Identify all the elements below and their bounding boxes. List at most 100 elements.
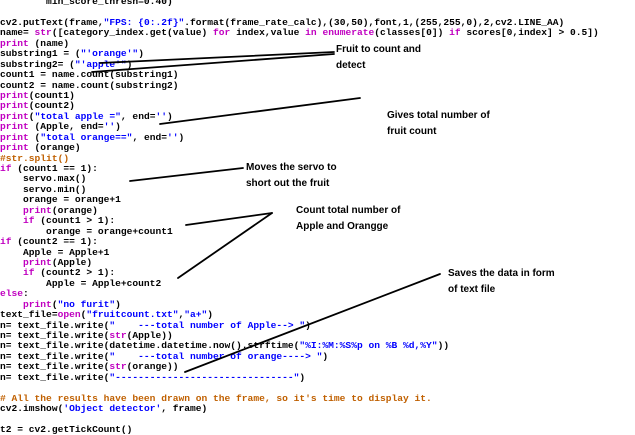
code-line: servo.min() [0,183,599,195]
code-token-text: Apple = Apple+count2 [0,277,162,289]
code-token-string: "%I:%M:%S%p on %B %d,%Y" [299,340,438,352]
annotation-save-data: Saves the data in form of text file [448,268,555,295]
code-line: print(Apple) [0,256,599,268]
code-token-string: "total orange==" [40,131,133,143]
code-line: name= str([category_index.get(value) for… [0,28,599,38]
code-token-keyword: str [109,361,127,373]
code-line: print(count1) [0,90,599,101]
code-token-text: n= text_file.write( [0,350,110,362]
code-token-keyword: print [0,100,29,112]
code-token-text: ) [115,121,121,133]
code-token-text: (count2 > 1): [34,267,116,279]
code-line: print ("total orange==", end='') [0,131,599,143]
code-line: n= text_file.write(str(orange)) [0,362,599,372]
code-token-text: (orange) [28,142,81,154]
annotation-total-fruit-count: Gives total number of fruit count [387,110,490,137]
code-token-text: ) [299,371,306,383]
code-token-keyword: str [34,27,52,39]
code-token-text: ) [207,309,214,321]
code-line: print (name) [0,37,599,49]
code-line: t2 = cv2.getTickCount() [0,423,599,435]
code-token-text: , end= [120,110,156,122]
code-token-string: '' [103,121,116,133]
code-line: n= text_file.write(str(Apple)) [0,330,599,341]
code-token-string: " ---total number of orange----> " [109,350,323,362]
code-token-text: t2 = cv2.getTickCount() [0,423,133,435]
code-token-keyword: in [305,27,317,39]
code-line: Apple = Apple+1 [0,247,599,258]
code-token-text: (count2 == 1): [11,236,98,248]
code-token-text: ) [138,48,144,60]
code-token-text: cv2.imshow( [0,403,64,415]
code-line: Apple = Apple+count2 [0,277,599,289]
annotation-apple-orange-count: Count total number of Apple and Orangge [296,205,401,232]
code-token-keyword: else [0,288,24,300]
code-line: if (count2 > 1): [0,268,599,278]
code-token-text: servo.max() [0,173,87,185]
code-token-text: text_file= [0,309,58,321]
code-token-text: ) [305,319,311,331]
code-token-text: ) [166,110,173,122]
code-line: print (orange) [0,142,599,154]
code-token-text: (Apple, end= [28,121,104,133]
code-token-text: count1 = name.count(substring1) [0,69,179,81]
code-token-text: )) [437,340,450,352]
code-token-text: n= text_file.write( [0,371,110,383]
code-token-text: .format(frame_rate_calc),(30,50),font,1,… [184,16,565,28]
code-line: if (count2 == 1): [0,236,599,248]
code-token-text: orange = orange+count1 [0,225,173,237]
code-token-string: '' [166,131,179,143]
code-line: min_score_thresh=0.40) [0,0,599,7]
code-token-text: ) [115,298,121,310]
code-token-string: "-------------------------------" [109,371,300,383]
code-token-keyword: print [23,298,52,310]
code-token-text [0,267,23,278]
annotation-servo: Moves the servo to short out the fruit [246,162,337,189]
code-token-keyword: if [23,215,35,227]
code-line: print(orange) [0,204,599,216]
code-line: # All the results have been drawn on the… [0,392,599,404]
code-line: print (Apple, end='') [0,122,599,132]
code-line: orange = orange+count1 [0,225,599,237]
code-token-string: "a+" [184,309,208,321]
code-token-keyword: print [0,121,29,133]
code-token-text: n= text_file.write( [0,330,110,341]
code-token-text: orange = orange+1 [0,194,121,206]
code-token-keyword: open [57,309,81,321]
code-token-text: index,value [230,27,306,39]
code-token-text [0,257,23,268]
code-line: #str.split() [0,153,599,164]
code-line: count2 = name.count(substring2) [0,79,599,91]
code-token-text: scores[0,index] > 0.5]) [460,27,599,39]
code-token-comment: # All the results have been drawn on the… [0,392,432,404]
code-token-keyword: print [23,204,52,216]
code-token-keyword: if [0,236,12,248]
code-line: servo.max() [0,174,599,184]
code-token-text: (Apple) [51,256,93,268]
code-line: count1 = name.count(substring1) [0,69,599,81]
code-token-text: (count1 > 1): [34,215,116,227]
code-token-text: (count2) [28,100,75,112]
code-line: print("no furit") [0,298,599,310]
code-token-text: servo.min() [0,183,87,195]
code-token-text: name= [0,27,35,39]
code-token-string: "'orange'" [80,48,139,60]
code-token-keyword: print [23,256,52,268]
code-token-text: : [23,288,29,300]
code-token-text [0,299,23,310]
code-token-text: cv2.putText(frame, [0,16,104,28]
code-token-text [0,205,23,216]
code-token-text: n= text_file.write( [0,319,110,331]
code-token-keyword: print [0,37,29,49]
code-token-text: ) [322,350,329,362]
code-token-keyword: for [213,27,231,39]
code-token-text: count2 = name.count(substring2) [0,79,179,91]
code-token-text: ) [178,131,185,143]
code-token-text: , [178,309,185,321]
code-token-string: "'apple'" [74,58,127,70]
code-token-keyword: if [23,267,35,279]
code-token-text [0,215,23,226]
code-token-string: '' [155,110,167,122]
code-token-string: "fruitcount.txt" [86,309,179,321]
code-token-text: (count1 == 1): [11,163,98,174]
